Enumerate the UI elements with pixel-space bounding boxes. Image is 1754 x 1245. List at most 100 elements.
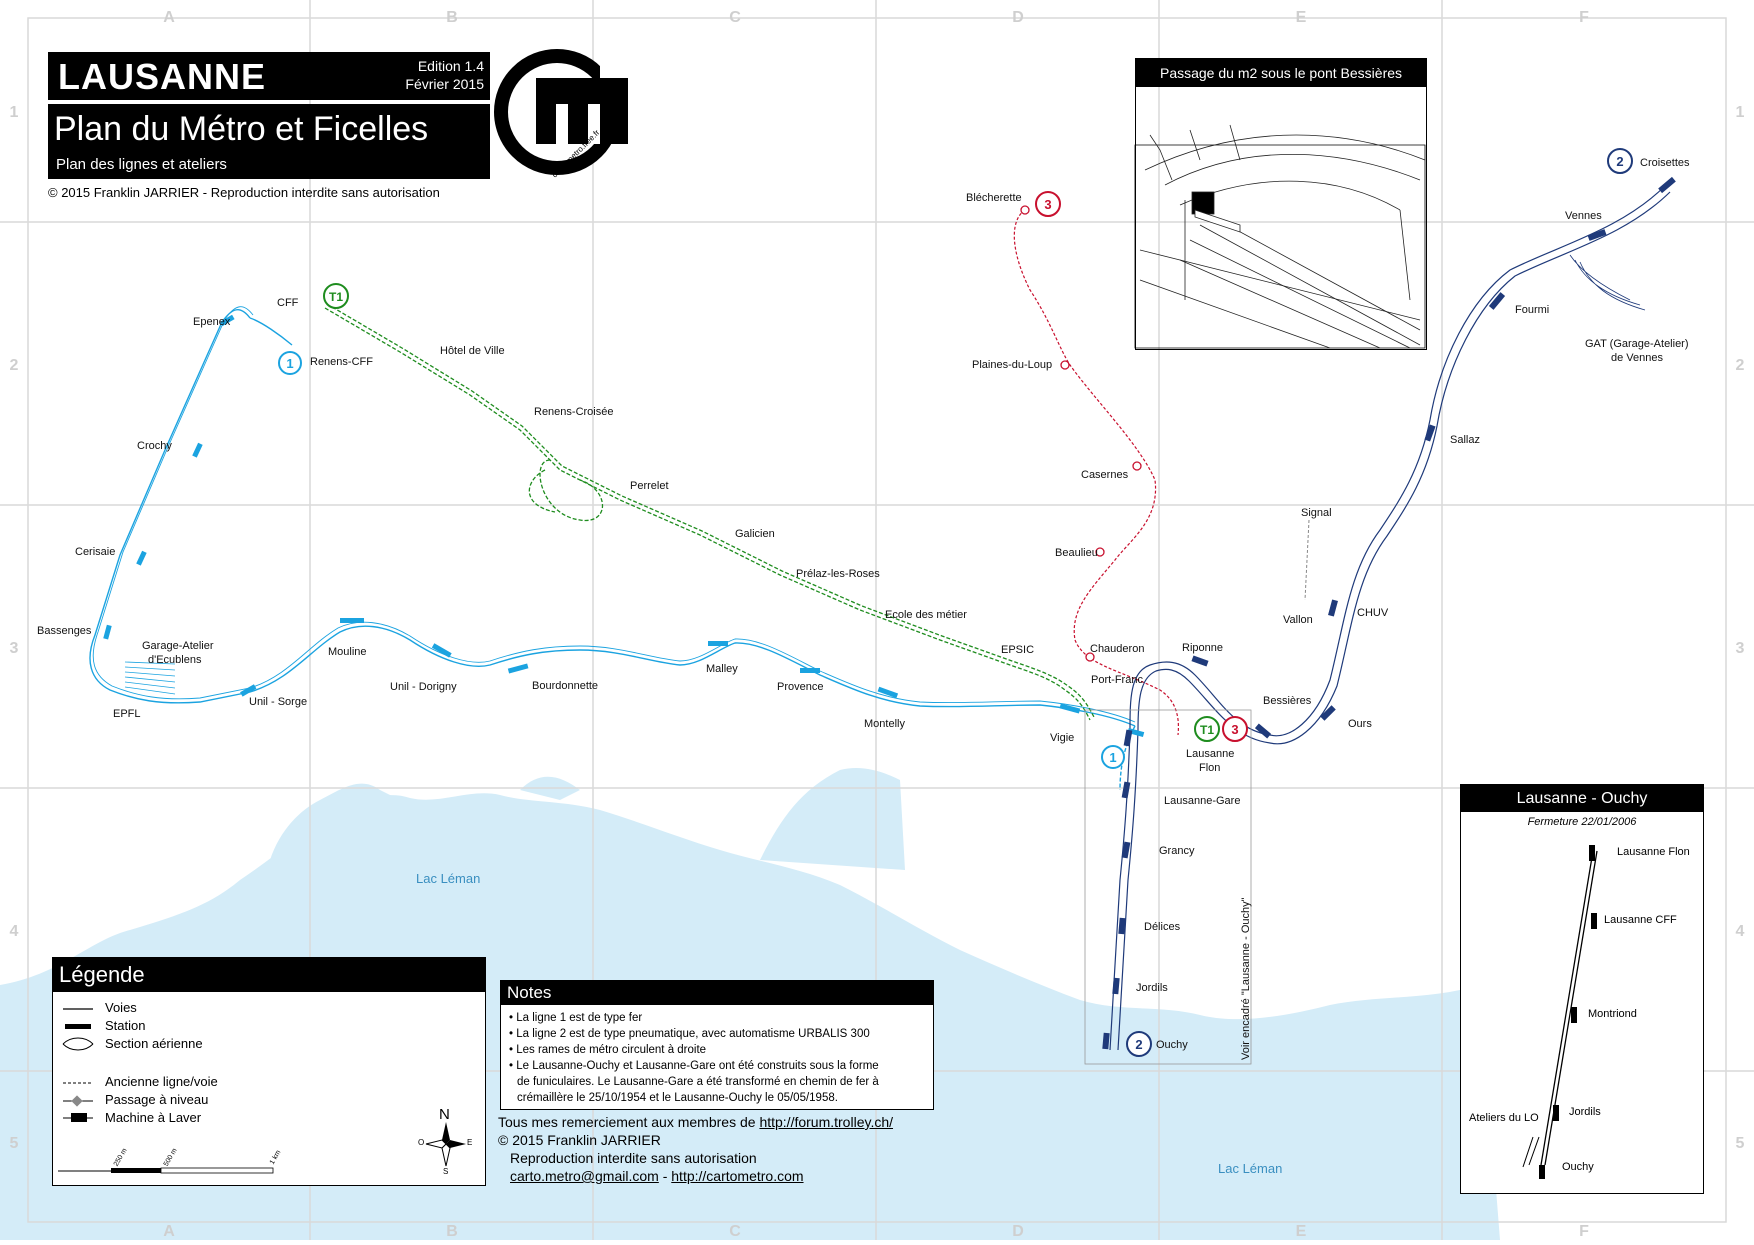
line-m1 (89, 306, 1136, 791)
ouchy-inset-title: Lausanne - Ouchy (1461, 785, 1703, 812)
credits-thanks-line: Tous mes remerciement aux membres de htt… (498, 1113, 893, 1131)
credits-thanks: Tous mes remerciement aux membres de (498, 1114, 756, 1130)
station-sallaz: Sallaz (1450, 434, 1480, 446)
credits-links-line: carto.metro@gmail.com - http://cartometr… (498, 1167, 893, 1185)
notes-title: Notes (501, 981, 933, 1005)
title-block: LAUSANNE Edition 1.4 Février 2015 (48, 52, 490, 100)
note-2: • La ligne 2 est de type pneumatique, av… (509, 1028, 870, 1040)
station-signal: Signal (1301, 507, 1332, 519)
station-crochy: Crochy (137, 440, 172, 452)
grid-col-e-bottom: E (1296, 1223, 1307, 1240)
grid-col-f-bottom: F (1579, 1223, 1589, 1240)
station-montelly: Montelly (864, 718, 905, 730)
line-badge-m1-renens: 1 (278, 351, 302, 375)
legend-section-aerienne: Section aérienne (105, 1036, 203, 1051)
title-date: Février 2015 (405, 76, 484, 92)
ouchy-inset-station-jordils: Jordils (1569, 1106, 1601, 1118)
credits-forum-link[interactable]: http://forum.trolley.ch/ (759, 1114, 894, 1130)
ouchy-callout-text: Voir encadré "Lausanne - Ouchy" (1240, 897, 1252, 1060)
notes-box: Notes • La ligne 1 est de type fer • La … (500, 980, 934, 1110)
grid-col-b-bottom: B (446, 1223, 458, 1240)
station-epfl: EPFL (113, 708, 141, 720)
note-5: de funiculaires. Le Lausanne-Gare a été … (517, 1076, 879, 1088)
bridge-inset: Passage du m2 sous le pont Bessières (1135, 58, 1427, 350)
ouchy-inset-station-ouchy: Ouchy (1562, 1161, 1594, 1173)
station-garage-ecublens-2: d'Ecublens (148, 654, 202, 666)
station-chuv: CHUV (1357, 607, 1389, 619)
grid-row-4-right: 4 (1736, 923, 1745, 940)
station-perrelet: Perrelet (630, 480, 669, 492)
station-beaulieu: Beaulieu (1055, 547, 1098, 559)
station-labels: Epenex CFF Renens-CFF Crochy Cerisaie Ba… (37, 157, 1690, 1060)
grid-row-1-right: 1 (1736, 104, 1745, 121)
line-badge-t1-renens: T1 (323, 283, 349, 309)
svg-text:T1: T1 (329, 290, 343, 304)
grid-col-f: F (1579, 9, 1589, 26)
ouchy-inset-station-montriond: Montriond (1588, 1008, 1637, 1020)
station-jordils: Jordils (1136, 982, 1168, 994)
station-epsic: EPSIC (1001, 644, 1034, 656)
compass-n: N (439, 1106, 450, 1123)
svg-text:3: 3 (1231, 722, 1238, 737)
station-blecherette: Blécherette (966, 192, 1022, 204)
station-bassenges: Bassenges (37, 625, 92, 637)
legend-machine-laver: Machine à Laver (105, 1110, 202, 1125)
svg-text:T1: T1 (1200, 723, 1214, 737)
grid-col-a: A (163, 9, 175, 26)
compass-rose-icon (425, 1122, 466, 1167)
station-markers-m2 (1102, 176, 1676, 1050)
station-chauderon: Chauderon (1090, 643, 1144, 655)
station-ecole: Ecole des métier (885, 609, 967, 621)
svg-text:1: 1 (286, 356, 293, 371)
compass-s: S (443, 1167, 449, 1176)
credits-site-link[interactable]: http://cartometro.com (671, 1168, 804, 1184)
station-fourmi: Fourmi (1515, 304, 1549, 316)
station-croisettes: Croisettes (1640, 157, 1690, 169)
title-city: LAUSANNE (58, 56, 267, 97)
grid-col-c: C (729, 9, 741, 26)
station-unil-sorge: Unil - Sorge (249, 696, 307, 708)
ficelle-signal-vallon (1304, 519, 1310, 601)
station-casernes: Casernes (1081, 469, 1129, 481)
ouchy-inset: Lausanne - Ouchy Fermeture 22/01/2006 La… (1460, 784, 1704, 1194)
legend-passage-niveau: Passage à niveau (105, 1092, 209, 1107)
credits-copy: © 2015 Franklin JARRIER (498, 1132, 661, 1148)
station-malley: Malley (706, 663, 738, 675)
station-hotel-de-ville: Hôtel de Ville (440, 345, 505, 357)
ouchy-inset-subtitle: Fermeture 22/01/2006 (1527, 816, 1637, 828)
station-mouline: Mouline (328, 646, 367, 658)
station-bourdonnette: Bourdonnette (532, 680, 598, 692)
credits-repro: Reproduction interdite sans autorisation (510, 1150, 757, 1166)
line-badge-m2-ouchy: 2 (1126, 1031, 1152, 1057)
grid-col-d: D (1012, 9, 1024, 26)
grid-row-2-right: 2 (1736, 357, 1745, 374)
grid-labels: A B C D E F A B C D E F 1 2 3 4 5 1 2 3 … (10, 9, 1745, 1240)
ouchy-callout-frame (1084, 709, 1252, 1065)
lake-shore-detail (270, 768, 905, 870)
grid-col-a-bottom: A (163, 1223, 175, 1240)
svg-text:2: 2 (1135, 1037, 1142, 1052)
station-gat-2: de Vennes (1611, 352, 1663, 364)
station-markers-m3 (1020, 205, 1142, 662)
credits-email-link[interactable]: carto.metro@gmail.com (510, 1168, 659, 1184)
svg-text:3: 3 (1044, 197, 1051, 212)
station-ouchy: Ouchy (1156, 1039, 1188, 1051)
station-provence: Provence (777, 681, 823, 693)
station-prelaz: Prélaz-les-Roses (796, 568, 880, 580)
legend-symbols (58, 1008, 274, 1174)
station-cerisaie: Cerisaie (75, 546, 115, 558)
grid-row-4: 4 (10, 923, 19, 940)
ouchy-inset-station-cff: Lausanne CFF (1604, 914, 1677, 926)
station-vennes: Vennes (1565, 210, 1602, 222)
line-m3 (1013, 209, 1180, 736)
line-badge-t1-flon: T1 (1194, 716, 1220, 742)
legend-ancienne-ligne: Ancienne ligne/voie (105, 1074, 218, 1089)
line-badge-m3-blecherette: 3 (1035, 191, 1061, 217)
compass-o: O (418, 1138, 425, 1147)
station-delices: Délices (1144, 921, 1181, 933)
grid-col-e: E (1296, 9, 1307, 26)
grid-col-c-bottom: C (729, 1223, 741, 1240)
station-plaines: Plaines-du-Loup (972, 359, 1052, 371)
ouchy-inset-station-ateliers: Ateliers du LO (1469, 1112, 1539, 1124)
bridge-inset-title: Passage du m2 sous le pont Bessières (1136, 59, 1426, 87)
